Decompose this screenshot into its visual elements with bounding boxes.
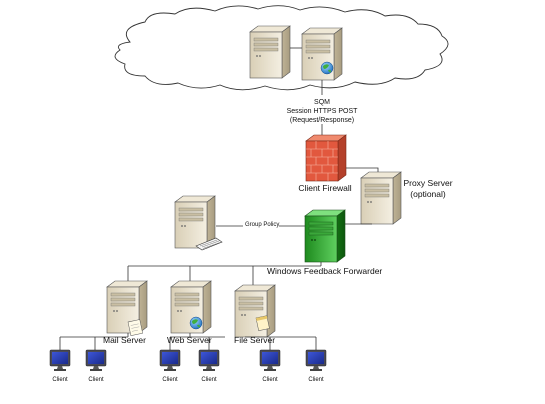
file-server-label: File Server xyxy=(234,335,276,345)
monitor-icon xyxy=(259,349,281,372)
mail-server-label: Mail Server xyxy=(103,335,146,345)
client-web-1 xyxy=(159,349,181,372)
client-label: Client xyxy=(262,377,278,383)
proxy-server-label: Proxy Server xyxy=(403,178,453,188)
proxy-optional-label: (optional) xyxy=(410,189,446,199)
monitor-icon xyxy=(49,349,71,372)
client-mail-2 xyxy=(85,349,107,372)
client-label: Client xyxy=(52,377,68,383)
web-server-label: Web Server xyxy=(167,335,212,345)
windows-feedback-forwarder xyxy=(304,209,346,263)
group-policy-server xyxy=(174,195,216,249)
cloud-server-right xyxy=(301,27,343,81)
document-icon xyxy=(255,315,270,332)
server-icon xyxy=(174,195,216,249)
client-label: Client xyxy=(162,377,178,383)
server-icon xyxy=(301,27,343,81)
client-web-2 xyxy=(198,349,220,372)
server-icon xyxy=(360,171,402,225)
server-icon xyxy=(304,209,346,263)
monitor-icon xyxy=(198,349,220,372)
server-icon xyxy=(234,284,276,338)
monitor-icon xyxy=(85,349,107,372)
client-bus-file xyxy=(245,336,317,350)
firewall-icon xyxy=(305,134,347,182)
client-firewall-label: Client Firewall xyxy=(298,183,352,193)
sqm-label: SQM xyxy=(314,99,330,106)
client-label: Client xyxy=(88,377,104,383)
group-policy-label: Group Policy xyxy=(245,222,280,228)
server-icon xyxy=(249,25,291,79)
keyboard-icon xyxy=(195,237,223,251)
globe-icon xyxy=(320,61,334,75)
globe-icon xyxy=(189,316,203,330)
client-mail-1 xyxy=(49,349,71,372)
monitor-icon xyxy=(159,349,181,372)
proxy-server xyxy=(360,171,402,225)
client-label: Client xyxy=(201,377,217,383)
group-policy-label-bg xyxy=(243,221,279,230)
request-response-label: (Request/Response) xyxy=(289,117,355,124)
session-https-post-label: Session HTTPS POST xyxy=(286,108,358,115)
client-bus-mail xyxy=(59,333,129,350)
monitor-icon xyxy=(305,349,327,372)
client-bus-web xyxy=(169,333,225,350)
windows-feedback-forwarder-label: Windows Feedback Forwarder xyxy=(267,266,383,276)
file-server xyxy=(234,284,276,338)
client-label: Client xyxy=(308,377,324,383)
document-icon xyxy=(127,319,143,336)
client-file-2 xyxy=(305,349,327,372)
cloud-server-left xyxy=(249,25,291,79)
client-file-1 xyxy=(259,349,281,372)
